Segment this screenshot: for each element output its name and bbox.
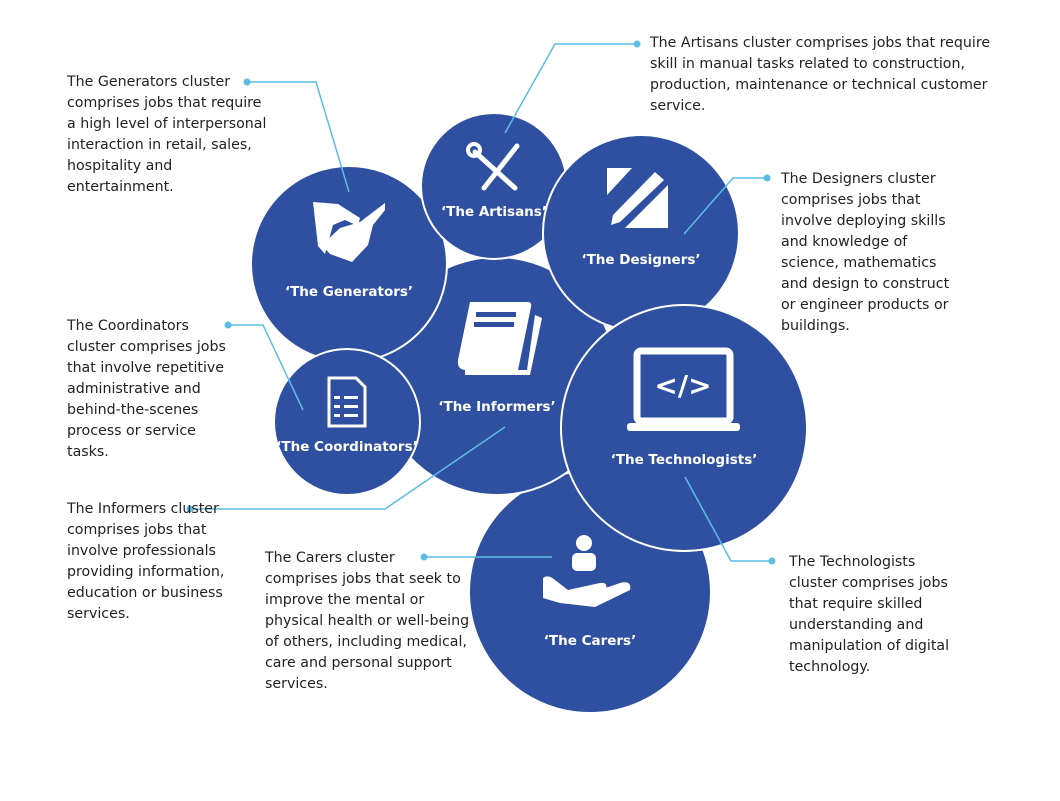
carers-label: ‘The Carers’ [543, 633, 637, 649]
informers-label: ‘The Informers’ [438, 399, 556, 415]
generators-label: ‘The Generators’ [284, 284, 414, 300]
generators-circle [250, 165, 448, 363]
designers-description: The Designers cluster comprises jobs tha… [781, 171, 950, 334]
handshake-icon [313, 202, 385, 262]
technologists-leader-line [684, 476, 772, 562]
coordinators-circle [273, 348, 421, 496]
informers-description: The Informers cluster comprises jobs tha… [67, 501, 225, 622]
artisans-leader-line [504, 43, 637, 134]
generators-description: The Generators cluster comprises jobs th… [67, 74, 267, 195]
svg-text:</>: </> [654, 369, 711, 402]
coordinators-label: ‘The Coordinators’ [276, 439, 418, 455]
generators-leader-line [247, 81, 350, 193]
carers-description: The Carers cluster comprises jobs that s… [265, 550, 470, 692]
designers-circle [542, 134, 740, 332]
wrench-screwdriver-icon [466, 142, 520, 191]
coordinators-description: The Coordinators cluster comprises jobs … [67, 318, 226, 460]
hand-person-icon [543, 535, 631, 607]
technologists-label: ‘The Technologists’ [610, 452, 758, 468]
informers-leader-line [190, 426, 506, 510]
artisans-label: ‘The Artisans’ [441, 204, 547, 220]
technologists-description: The Technologists cluster comprises jobs… [789, 554, 950, 675]
artisans-description: The Artisans cluster comprises jobs that… [650, 35, 991, 114]
designers-label: ‘The Designers’ [581, 252, 701, 268]
laptop-code-icon: </> [627, 347, 740, 431]
coordinators-leader-line [228, 324, 304, 411]
designers-leader-line [683, 177, 767, 235]
ruler-pencil-icon [607, 168, 668, 228]
checklist-icon [327, 376, 367, 428]
book-icon [457, 302, 542, 375]
